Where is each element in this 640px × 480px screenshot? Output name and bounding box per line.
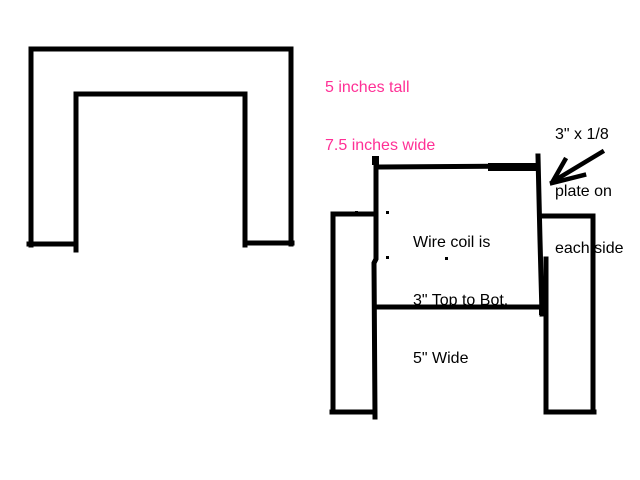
left-frame-outer-outline <box>28 46 294 248</box>
ink-dot-4 <box>445 257 448 260</box>
plate-note-line-2: plate on <box>555 183 612 200</box>
ink-dot-1 <box>355 211 358 214</box>
ink-dot-3 <box>386 256 389 259</box>
coil-annotation-label: Wire coil is 3" Top to Bot. 5" Wide <box>413 196 508 406</box>
left-plate-right-edge-and-coil-left-edge <box>371 156 379 420</box>
dimensions-line-height: 5 inches tall <box>325 79 410 96</box>
stray-ink-dots <box>355 156 543 315</box>
arrow-shaft <box>553 148 606 183</box>
annotation-arrow-icon <box>549 148 606 186</box>
plate-note-line-1: 3" x 1/8 <box>555 126 609 143</box>
arrow-barb-upper <box>549 156 569 185</box>
dimensions-line-width: 7.5 inches wide <box>325 137 436 154</box>
left-frame-inner-outline <box>73 91 248 253</box>
plate-note-line-3: each side <box>555 240 624 257</box>
ink-tick-coil-bottom-right <box>539 308 543 315</box>
plate-annotation-label: 3" x 1/8 plate on each side <box>555 88 624 295</box>
ink-blob-coil-top-left <box>372 156 379 165</box>
coil-right-edge <box>535 153 545 317</box>
arrow-barb-lower <box>549 172 587 186</box>
left-figure-dimensions-label: 5 inches tall 7.5 inches wide <box>325 41 435 193</box>
coil-note-line-1: Wire coil is <box>413 234 491 251</box>
coil-note-line-2: 3" Top to Bot. <box>413 292 509 309</box>
ink-dot-2 <box>386 211 389 214</box>
coil-note-line-3: 5" Wide <box>413 350 469 367</box>
